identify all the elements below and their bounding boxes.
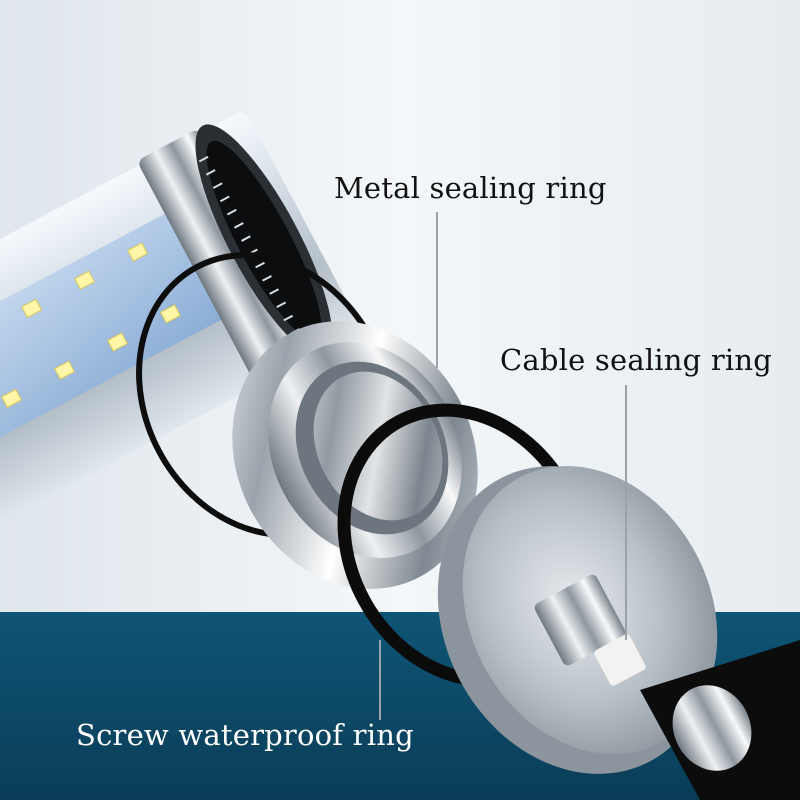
cable-gland (534, 574, 800, 800)
metal-sealing-ring (232, 321, 478, 589)
leader-lines (379, 212, 627, 720)
screw-waterproof-ring-label: Screw waterproof ring (76, 718, 414, 752)
cable-sealing-ring-label: Cable sealing ring (500, 343, 773, 377)
metal-sealing-ring-label: Metal sealing ring (334, 171, 607, 205)
light-tube (0, 112, 359, 571)
led-chips (0, 242, 181, 409)
